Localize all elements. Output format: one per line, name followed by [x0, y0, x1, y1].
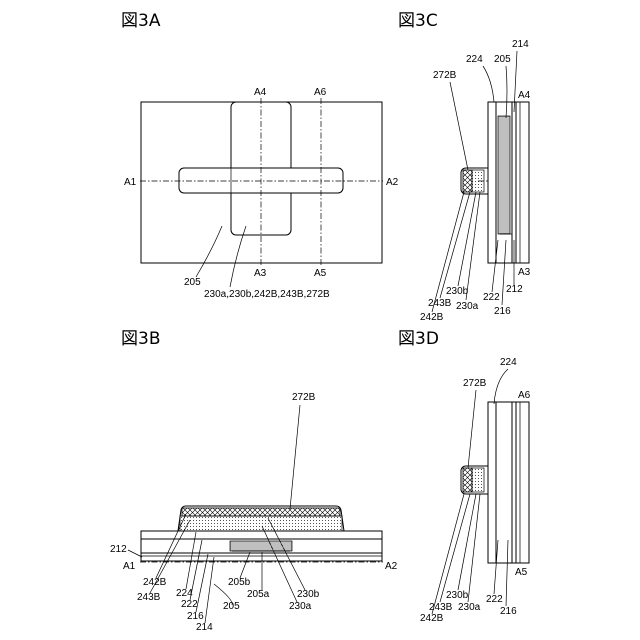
- hatch-3c: [463, 170, 472, 192]
- label-230a: 230a: [458, 602, 481, 613]
- panel-3d: [488, 402, 529, 563]
- label-222: 222: [181, 599, 198, 610]
- label-242b: 242B: [420, 613, 444, 624]
- layer-205-3c: [498, 116, 510, 234]
- label-222: 222: [486, 594, 503, 605]
- label-230b: 230b: [446, 286, 469, 297]
- label-a4: A4: [518, 90, 531, 101]
- figure-3b: 図3B 272B 212 A1 A2 242B 243B 224 222 216…: [110, 329, 398, 633]
- label-230a: 230a: [289, 601, 312, 612]
- label-205: 205: [223, 601, 240, 612]
- figure-3c: 図3C 214 224 205 A4 272B A3 212 222 216 2…: [398, 11, 531, 323]
- label-a6: A6: [314, 87, 327, 98]
- label-212: 212: [506, 284, 523, 295]
- label-272b: 272B: [463, 378, 487, 389]
- label-224: 224: [466, 54, 483, 65]
- label-a3: A3: [518, 267, 531, 278]
- label-224: 224: [500, 357, 517, 368]
- figure-3a-title: 図3A: [121, 11, 161, 31]
- label-205a: 205a: [247, 589, 270, 600]
- label-205: 205: [184, 277, 201, 288]
- label-stack: 230a,230b,242B,243B,272B: [204, 289, 330, 300]
- label-a1: A1: [123, 561, 136, 572]
- label-205b: 205b: [228, 577, 251, 588]
- label-212: 212: [110, 544, 127, 555]
- figure-3c-title: 図3C: [398, 11, 438, 31]
- hatch-3b: [182, 508, 340, 516]
- label-242b: 242B: [420, 312, 444, 323]
- label-230b: 230b: [297, 589, 320, 600]
- label-272b: 272B: [433, 70, 457, 81]
- label-a4: A4: [254, 87, 267, 98]
- label-272b: 272B: [292, 392, 316, 403]
- label-230b: 230b: [446, 590, 469, 601]
- label-216: 216: [494, 306, 511, 317]
- label-a2: A2: [386, 177, 399, 188]
- label-a2: A2: [385, 561, 398, 572]
- label-216: 216: [500, 606, 517, 617]
- hatch-3d: [463, 468, 472, 492]
- label-a5: A5: [515, 567, 528, 578]
- label-a6: A6: [518, 390, 531, 401]
- label-243b: 243B: [137, 592, 161, 603]
- label-205: 205: [494, 54, 511, 65]
- label-a5: A5: [314, 268, 327, 279]
- label-a3: A3: [254, 268, 267, 279]
- figure-3d: 図3D 224 272B A6 A5 230b 222 243B 230a 21…: [398, 329, 531, 624]
- figure-3d-title: 図3D: [398, 329, 439, 349]
- label-214: 214: [512, 39, 529, 50]
- label-222: 222: [483, 292, 500, 303]
- label-214: 214: [196, 622, 213, 633]
- label-243b: 243B: [428, 298, 452, 309]
- figure-3a: 図3A A1 A2 A4 A6 A3 A5 205 230a,230b,242B…: [121, 11, 399, 300]
- label-242b: 242B: [143, 577, 167, 588]
- figure-3b-title: 図3B: [121, 329, 160, 349]
- label-216: 216: [187, 611, 204, 622]
- label-a1: A1: [124, 177, 137, 188]
- label-230a: 230a: [456, 301, 479, 312]
